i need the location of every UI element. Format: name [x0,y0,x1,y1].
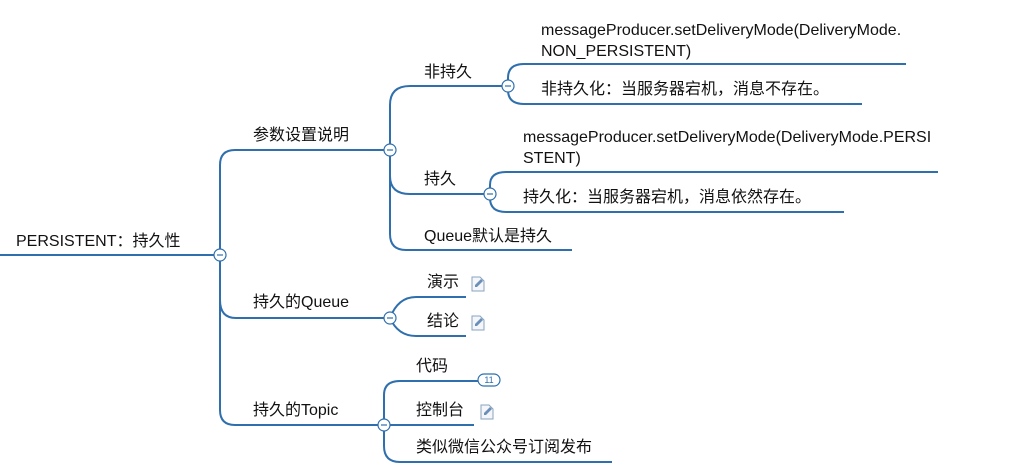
collapse-toggle-topic[interactable] [377,418,391,432]
topic-persist[interactable]: 持久 [424,171,457,188]
collapse-toggle-queue[interactable] [383,311,397,325]
link-topic-code [383,380,480,425]
topic-p-code[interactable]: messageProducer.setDeliveryMode(Delivery… [523,129,932,167]
note-icon[interactable] [470,315,486,331]
topic-p-desc[interactable]: 持久化：当服务器宕机，消息依然存在。 [523,189,812,206]
topic-np-desc[interactable]: 非持久化：当服务器宕机，消息不存在。 [541,81,830,98]
topic-queue-conclusion[interactable]: 结论 [427,313,460,330]
topic-topic-code[interactable]: 代码 [416,358,449,375]
link-root-topic [219,255,384,426]
link-params-queue-default [389,150,572,251]
link-persist-code [489,171,938,194]
count-badge[interactable] [477,373,501,387]
link-topic-similar [383,425,612,463]
count-badge-text: 11 [484,375,494,385]
topic-topic-console[interactable]: 控制台 [416,402,465,419]
topic-queue-default[interactable]: Queue默认是持久 [424,228,553,245]
topic-queue-demo[interactable]: 演示 [427,274,460,291]
note-icon[interactable] [470,276,486,292]
collapse-toggle-nonpersist[interactable] [501,79,515,93]
topic-topic-similar[interactable]: 类似微信公众号订阅发布 [416,439,593,456]
collapse-toggle-root[interactable] [213,248,227,262]
note-icon[interactable] [479,404,495,420]
link-nonpersist-code [507,63,906,86]
collapse-toggle-persist[interactable] [483,187,497,201]
root-topic[interactable]: PERSISTENT：持久性 [16,233,181,250]
link-root-params [219,149,390,255]
link-params-nonpersist [389,85,508,150]
topic-nonpersist[interactable]: 非持久 [424,64,473,81]
collapse-toggle-params[interactable] [383,143,397,157]
topic-queue[interactable]: 持久的Queue [253,294,350,311]
topic-params[interactable]: 参数设置说明 [253,127,350,144]
topic-np-code[interactable]: messageProducer.setDeliveryMode(Delivery… [541,22,902,60]
topic-topic[interactable]: 持久的Topic [253,402,339,419]
